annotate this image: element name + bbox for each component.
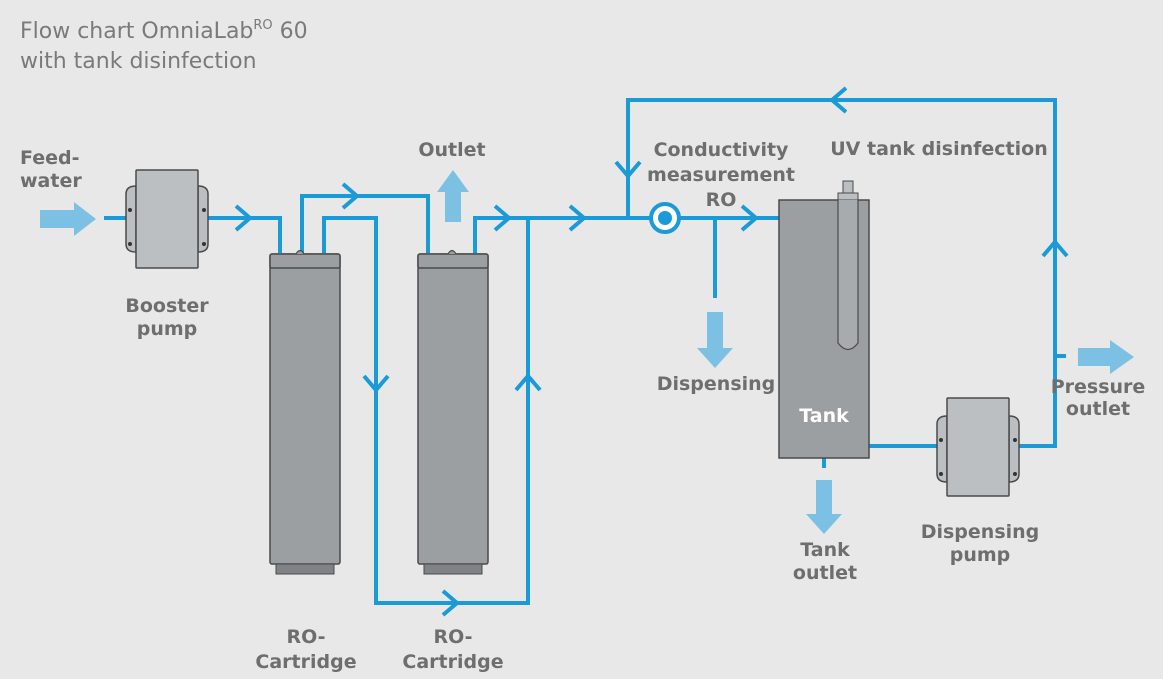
cartridge1-to-cartridge2-pipe <box>300 194 430 253</box>
feedwater-label: Feed- <box>20 147 79 169</box>
booster-pump-label: Booster <box>125 295 209 317</box>
chevron-up-icon <box>514 372 542 392</box>
chevron-right-icon <box>493 204 513 232</box>
tank-outlet-arrow-icon <box>806 480 842 534</box>
chevron-right-icon <box>568 204 588 232</box>
cartridge2-to-main-pipe <box>473 216 664 253</box>
recirculation-loop-pipe <box>626 98 1057 448</box>
chevron-down-icon <box>362 374 390 394</box>
chevron-right-icon <box>740 204 760 232</box>
dispensing-arrow-icon <box>697 312 733 368</box>
feedwater-arrow-icon <box>40 202 96 236</box>
tank-outlet-label: outlet <box>793 562 857 584</box>
block-arrows <box>40 170 1134 534</box>
chevron-right-icon <box>341 182 361 210</box>
pipe-network <box>104 98 1066 605</box>
concentrate-bypass-pipe <box>322 216 530 605</box>
dispensing-label: Dispensing <box>657 373 776 395</box>
booster-to-cartridge1-pipe <box>208 216 282 253</box>
ro-cartridge-2-label: Cartridge <box>402 651 503 673</box>
conductivity-label: measurement <box>647 164 795 186</box>
chevron-left-icon <box>828 86 848 114</box>
pressure-outlet-arrow-icon <box>1078 340 1134 374</box>
chevron-right-icon <box>441 589 461 617</box>
uv-disinfection-label: UV tank disinfection <box>830 138 1047 160</box>
ro-cartridge-1-label: Cartridge <box>255 651 356 673</box>
tank-outlet-label: Tank <box>800 539 850 561</box>
ro-cartridge-2-label: RO- <box>433 626 472 648</box>
pressure-outlet-label: outlet <box>1066 398 1130 420</box>
pressure-outlet-label: Pressure <box>1051 376 1146 398</box>
booster-pump <box>125 169 209 269</box>
tank <box>778 180 870 459</box>
outlet-arrow-icon <box>437 170 469 222</box>
diagram-title-line2: with tank disinfection <box>20 49 257 74</box>
conductivity-label: Conductivity <box>654 139 789 161</box>
feedwater-label: water <box>20 170 82 192</box>
outlet-label: Outlet <box>418 139 485 161</box>
dispensing-pump-label: pump <box>950 544 1011 566</box>
conductivity-label: RO <box>706 189 737 211</box>
chevron-right-icon <box>234 204 254 232</box>
chevron-down-icon <box>614 160 642 180</box>
flow-direction-marks <box>234 86 1069 617</box>
conductivity-sensor-icon <box>649 202 681 234</box>
chevron-up-icon <box>1041 238 1069 258</box>
dispensing-pump-label: Dispensing <box>921 521 1040 543</box>
tank-label: Tank <box>799 405 849 427</box>
ro-cartridge-2 <box>417 249 489 575</box>
dispensing-pump <box>936 397 1020 497</box>
diagram-title-line1: Flow chart OmniaLabRO 60 <box>20 18 308 44</box>
ro-cartridge-1 <box>269 249 341 575</box>
ro-cartridge-1-label: RO- <box>286 626 325 648</box>
booster-pump-label: pump <box>137 318 198 340</box>
